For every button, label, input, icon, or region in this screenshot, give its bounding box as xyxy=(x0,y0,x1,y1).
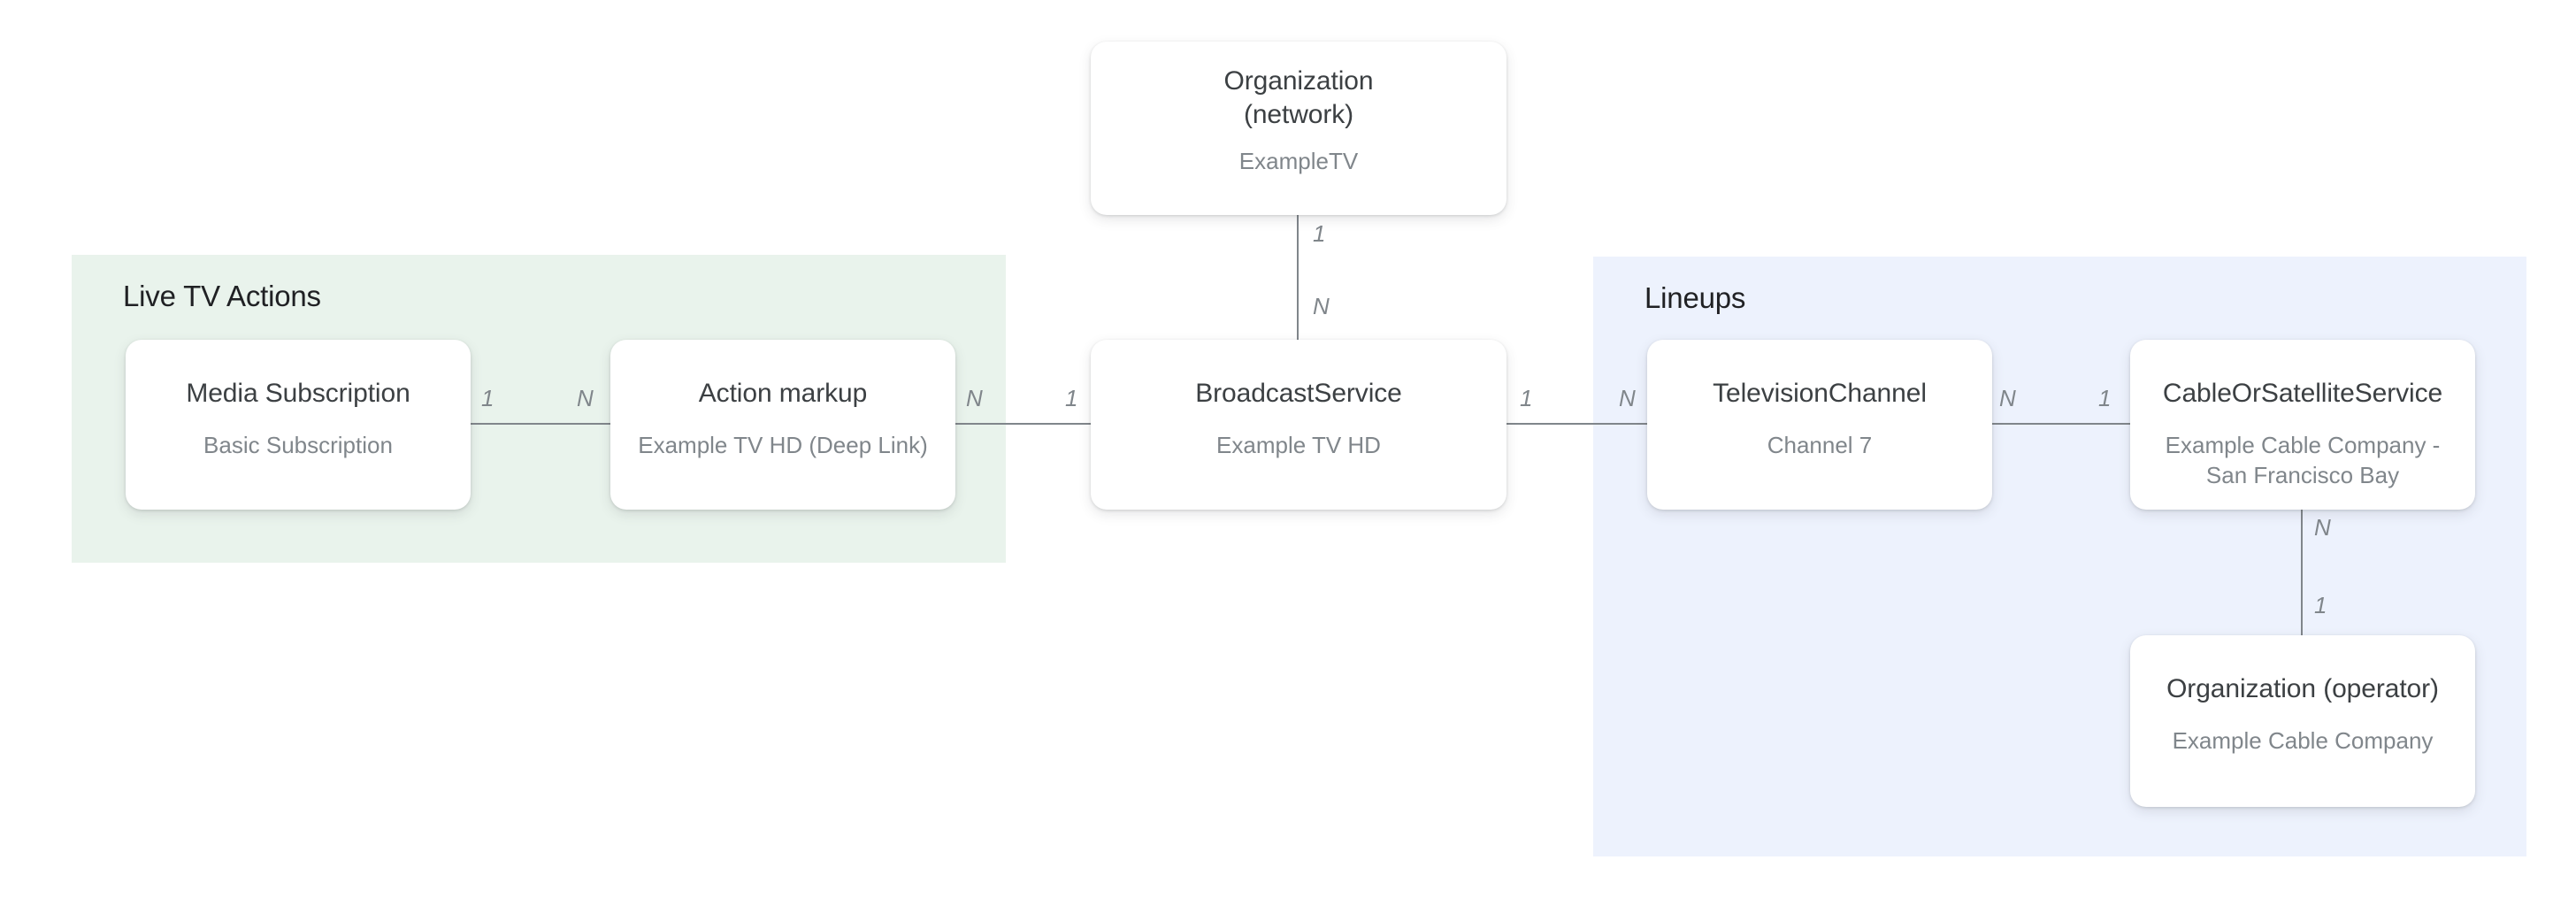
node-title: Media Subscription xyxy=(186,379,410,408)
node-organization-operator: Organization (operator) Example Cable Co… xyxy=(2130,635,2475,807)
group-title-live-tv-actions: Live TV Actions xyxy=(123,280,321,312)
cardinality-label: N xyxy=(1313,293,1330,319)
cardinality-label: 1 xyxy=(2098,385,2112,411)
cardinality-label: 1 xyxy=(481,385,494,411)
node-title: Organization (operator) xyxy=(2166,674,2439,703)
node-subtitle: ExampleTV xyxy=(1238,148,1359,174)
cardinality-label: 1 xyxy=(1313,220,1326,247)
node-subtitle: Basic Subscription xyxy=(203,432,393,458)
cardinality-label: 1 xyxy=(1065,385,1078,411)
node-title: Action markup xyxy=(698,379,868,408)
node-subtitle: Example Cable Company xyxy=(2172,727,2434,754)
node-cable-or-satellite-service: CableOrSatelliteService Example Cable Co… xyxy=(2130,340,2475,510)
node-title: TelevisionChannel xyxy=(1713,379,1927,408)
node-subtitle: Example Cable Company - San Francisco Ba… xyxy=(2165,432,2441,488)
cardinality-label: N xyxy=(1619,385,1636,411)
connector-cableorsatelliteservice-organizationoperator xyxy=(2301,510,2303,635)
cardinality-label: 1 xyxy=(1520,385,1533,411)
connector-broadcastservice-televisionchannel xyxy=(1506,423,1647,425)
node-action-markup: Action markup Example TV HD (Deep Link) xyxy=(610,340,955,510)
node-title: Organization (network) xyxy=(1223,66,1374,129)
node-subtitle: Example TV HD xyxy=(1216,432,1381,458)
node-title: CableOrSatelliteService xyxy=(2162,379,2443,408)
connector-mediasubscription-actionmarkup xyxy=(471,423,610,425)
connector-organization-broadcastservice xyxy=(1297,215,1299,340)
connector-actionmarkup-broadcastservice xyxy=(955,423,1091,425)
node-title: BroadcastService xyxy=(1195,379,1402,408)
node-television-channel: TelevisionChannel Channel 7 xyxy=(1647,340,1992,510)
group-title-lineups: Lineups xyxy=(1644,281,1746,314)
node-subtitle: Example TV HD (Deep Link) xyxy=(638,432,928,458)
connector-televisionchannel-cableorsatelliteservice xyxy=(1992,423,2130,425)
cardinality-label: N xyxy=(2314,514,2331,541)
node-organization-network: Organization (network) ExampleTV xyxy=(1091,42,1506,215)
cardinality-label: N xyxy=(1999,385,2016,411)
node-media-subscription: Media Subscription Basic Subscription xyxy=(126,340,471,510)
cardinality-label: 1 xyxy=(2314,592,2327,618)
node-broadcast-service: BroadcastService Example TV HD xyxy=(1091,340,1506,510)
cardinality-label: N xyxy=(577,385,594,411)
cardinality-label: N xyxy=(966,385,983,411)
node-subtitle: Channel 7 xyxy=(1767,432,1873,458)
